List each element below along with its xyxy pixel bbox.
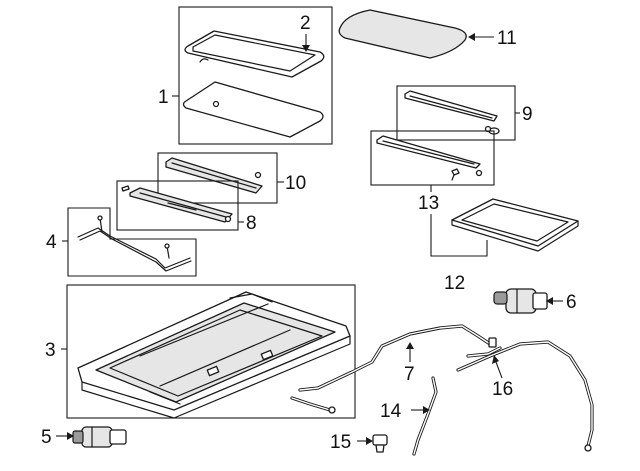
part-16-drain-hose[interactable] [456,340,594,452]
part-11-sunshade[interactable] [338,9,467,59]
callout-14: 14 [380,401,402,422]
bracket-12-13 [430,214,488,257]
callout-13: 13 [418,193,439,214]
callout-9: 9 [522,104,533,125]
part-10-rail[interactable] [165,157,263,194]
group-1-box [178,6,333,145]
callout-6: 6 [566,292,577,313]
part-5-motor[interactable] [72,426,127,448]
part-12-shade-frame[interactable] [451,198,579,252]
part-15-clip[interactable] [372,434,388,453]
callout-15: 15 [330,432,351,453]
callout-1: 1 [158,87,169,108]
leader-lines [56,33,563,445]
group-3-box [66,284,356,419]
part-6-motor[interactable] [493,288,548,314]
part-8-track[interactable] [121,185,233,223]
callout-4: 4 [46,232,57,253]
part-7-drain-hose[interactable] [290,324,497,414]
group-10-box [157,152,278,204]
callout-12: 12 [444,273,465,294]
part-9-deflector[interactable] [404,90,500,135]
part-13-wind-deflector[interactable] [376,135,483,181]
callout-8: 8 [246,213,257,234]
callout-5: 5 [41,427,52,448]
part-2-glass-seal[interactable] [184,30,325,78]
part-4-cable[interactable] [77,215,192,272]
callout-7: 7 [404,364,415,385]
callout-16: 16 [492,379,513,400]
callout-10: 10 [285,173,306,194]
group-13-box [370,130,495,186]
callout-3: 3 [45,340,56,361]
group-9-box [396,85,516,141]
callout-11: 11 [497,28,517,49]
group-8-box [116,180,239,231]
part-3-sunroof-housing[interactable] [77,291,351,419]
part-1-glass-panel[interactable] [182,81,324,138]
callout-2: 2 [300,13,311,34]
callout-labels: 1 2 3 4 5 6 7 8 9 10 11 12 13 14 15 16 [41,13,577,453]
part-14-hose[interactable] [412,376,438,456]
group-4-box [67,207,197,277]
